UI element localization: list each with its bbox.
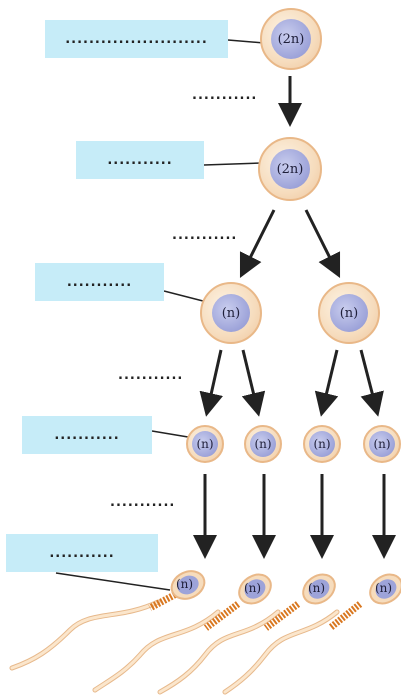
label-box-3[interactable]: ........... [35,263,164,301]
sperm-tails [9,599,340,695]
arrow-3a [199,349,223,417]
spermatid-cell-3: (n) [303,425,341,463]
sperm-ploidy-label-2: (n) [244,581,262,595]
sperm-ploidy-label-3: (n) [308,581,326,595]
secondary-spermatocyte-cell-left: (n) [200,282,262,344]
leader-line-5 [55,572,171,591]
arrow-2a [239,209,276,279]
label-box-2[interactable]: ........... [76,141,204,179]
leader-line-2 [203,162,263,166]
sperm-heads [170,570,401,605]
nucleus: (n) [309,431,335,457]
label-box-5[interactable]: ........... [6,534,158,572]
arrow-3b [241,349,266,417]
secondary-spermatocyte-cell-right: (n) [318,282,380,344]
stage-label-3[interactable]: ........... [118,368,184,383]
leader-line-1 [227,39,265,44]
ploidy-label: (2n) [276,161,304,177]
ploidy-label: (n) [339,305,359,321]
spermatid-cell-2: (n) [244,425,282,463]
nucleus: (n) [330,294,368,332]
sperm-ploidy-label-4: (n) [375,581,393,595]
ploidy-label: (n) [313,437,331,451]
nucleus: (n) [369,431,395,457]
sperm-midpieces [148,589,363,631]
arrow-2b [304,209,341,279]
ploidy-label: (n) [254,437,272,451]
spermatid-cell-1: (n) [186,425,224,463]
ploidy-label: (2n) [277,31,305,47]
nucleus: (n) [250,431,276,457]
label-box-4[interactable]: ........... [22,416,152,454]
spermatid-cell-4: (n) [363,425,401,463]
ploidy-label: (n) [373,437,391,451]
nucleus: (n) [192,431,218,457]
nucleus: (n) [212,294,250,332]
arrow-3c [314,349,339,417]
ploidy-label: (n) [196,437,214,451]
label-box-1[interactable]: ........................ [45,20,228,58]
stage-label-1[interactable]: ........... [192,88,258,103]
arrow-3d [359,349,384,417]
primary-spermatocyte-cell: (2n) [258,137,322,201]
nucleus: (2n) [270,149,310,189]
leader-line-4 [151,430,189,438]
ploidy-label: (n) [221,305,241,321]
nucleus: (2n) [271,19,311,59]
sperm-ploidy-label-1: (n) [176,577,194,591]
stage-label-4[interactable]: ........... [110,495,176,510]
stage-label-2[interactable]: ........... [172,228,238,243]
leader-line-3 [163,290,204,302]
spermatogonium-cell: (2n) [260,8,322,70]
